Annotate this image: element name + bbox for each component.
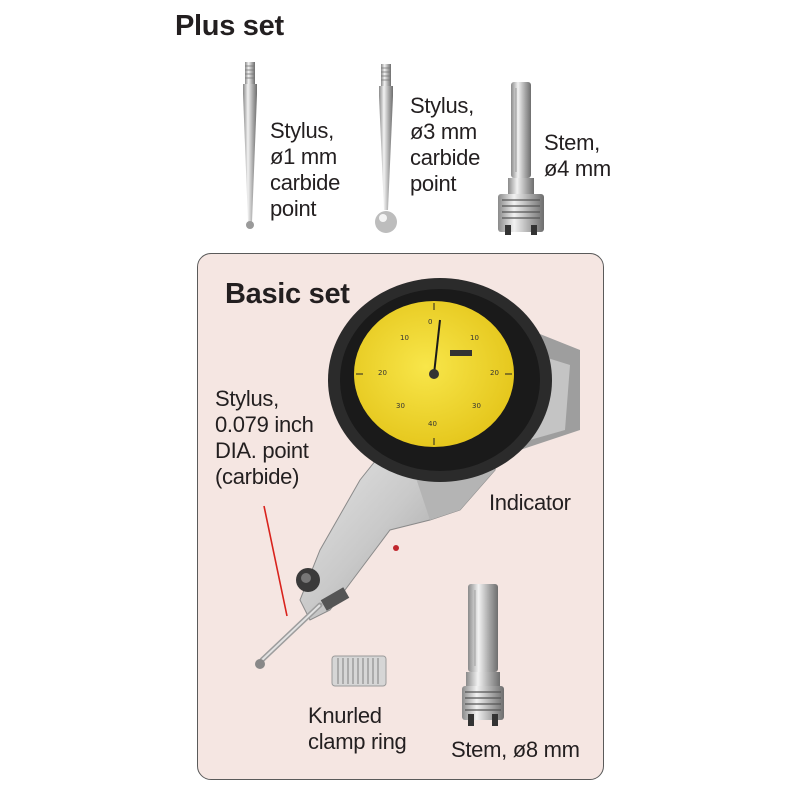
svg-text:10: 10 — [470, 334, 479, 342]
stem-8mm-image — [462, 584, 504, 726]
svg-text:20: 20 — [378, 369, 387, 377]
svg-text:0: 0 — [428, 318, 432, 326]
svg-text:40: 40 — [428, 420, 437, 428]
stylus-1mm-image — [243, 62, 257, 229]
svg-text:20: 20 — [490, 369, 499, 377]
svg-text:30: 30 — [396, 402, 405, 410]
stem-8mm-label: Stem, ø8 mm — [451, 737, 580, 762]
plus-set-title: Plus set — [175, 10, 284, 42]
indicator-label: Indicator — [489, 490, 571, 515]
basic-set-title: Basic set — [225, 278, 350, 310]
stem-4mm-image — [498, 82, 544, 235]
svg-text:30: 30 — [472, 402, 481, 410]
svg-text:10: 10 — [400, 334, 409, 342]
stem-4mm-label: Stem,ø4 mm — [544, 130, 611, 181]
clamp-ring-image — [331, 655, 387, 687]
stylus-3mm-image — [375, 64, 397, 233]
indicator-image: 0 10 10 20 20 30 30 40 — [255, 278, 580, 669]
